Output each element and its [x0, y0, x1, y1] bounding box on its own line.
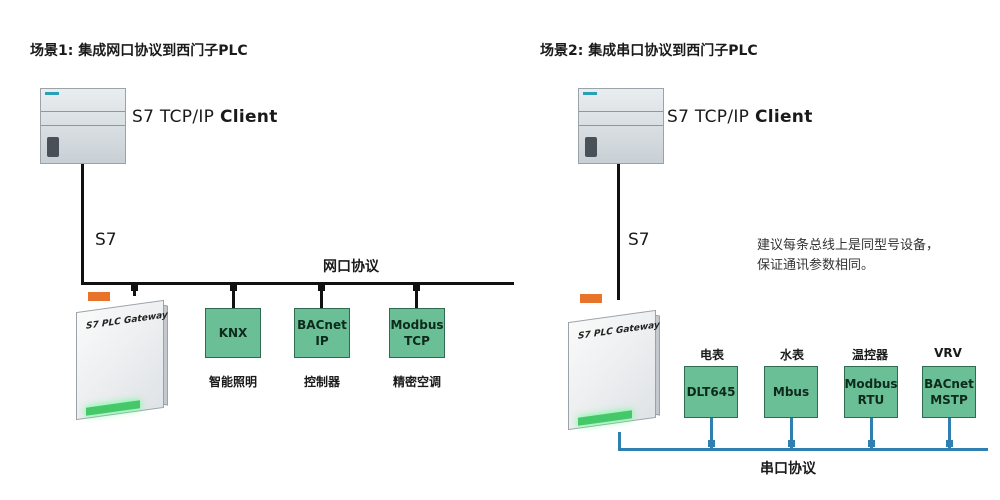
bus-node-gw1 — [131, 284, 138, 291]
caption-modbus-tcp: 精密空调 — [392, 375, 441, 389]
gateway-terminal-top-2 — [580, 294, 602, 303]
device-bacnet-ip: BACnet IP — [294, 308, 350, 358]
s7-link-2 — [617, 164, 620, 300]
bus-node — [788, 440, 795, 447]
client-label-1: S7 TCP/IP Client — [132, 107, 278, 127]
device-bacnet-mstp: BACnet MSTP — [922, 366, 976, 418]
bus-node — [868, 440, 875, 447]
device-stub — [948, 418, 951, 448]
device-stub — [232, 284, 235, 308]
plc-device-1 — [40, 88, 126, 164]
bus-node — [230, 284, 237, 291]
gateway-terminal-top-1 — [88, 292, 110, 301]
device-mbus: Mbus — [764, 366, 818, 418]
s7-link-1 — [81, 164, 84, 284]
client-label-2: S7 TCP/IP Client — [667, 107, 813, 127]
scenario2-title: 场景2: 集成串口协议到西门子PLC — [540, 43, 758, 59]
scenario1-title: 场景1: 集成网口协议到西门子PLC — [30, 43, 248, 59]
serial-drop — [618, 432, 621, 450]
advice-note-line2: 保证通讯参数相同。 — [757, 258, 875, 273]
s7-label-1: S7 — [95, 230, 117, 250]
device-stub — [415, 284, 418, 308]
device-knx: KNX — [205, 308, 261, 358]
bus-node — [413, 284, 420, 291]
bus-label-2: 串口协议 — [760, 461, 816, 477]
caption-dlt645: 电表 — [699, 348, 724, 362]
bus-node — [708, 440, 715, 447]
device-modbus-tcp: Modbus TCP — [389, 308, 445, 358]
ethernet-bus — [81, 282, 514, 285]
device-stub — [790, 418, 793, 448]
device-stub — [320, 284, 323, 308]
caption-bacnet-ip: 控制器 — [303, 375, 340, 389]
caption-knx: 智能照明 — [208, 375, 257, 389]
device-stub — [710, 418, 713, 448]
device-modbus-rtu: Modbus RTU — [844, 366, 898, 418]
bus-node — [318, 284, 325, 291]
bus-node — [946, 440, 953, 447]
advice-note-line1: 建议每条总线上是同型号设备， — [757, 238, 940, 253]
device-dlt645: DLT645 — [684, 366, 738, 418]
plc-device-2 — [578, 88, 664, 164]
serial-bus — [618, 448, 988, 451]
s7-label-2: S7 — [628, 230, 650, 250]
advice-note: 建议每条总线上是同型号设备， 保证通讯参数相同。 — [757, 236, 939, 276]
device-stub — [870, 418, 873, 448]
caption-modbus-rtu: 温控器 — [851, 348, 888, 362]
bus-label-1: 网口协议 — [323, 259, 379, 275]
caption-mbus: 水表 — [779, 348, 804, 362]
caption-bacnet-mstp: VRV — [934, 346, 962, 360]
